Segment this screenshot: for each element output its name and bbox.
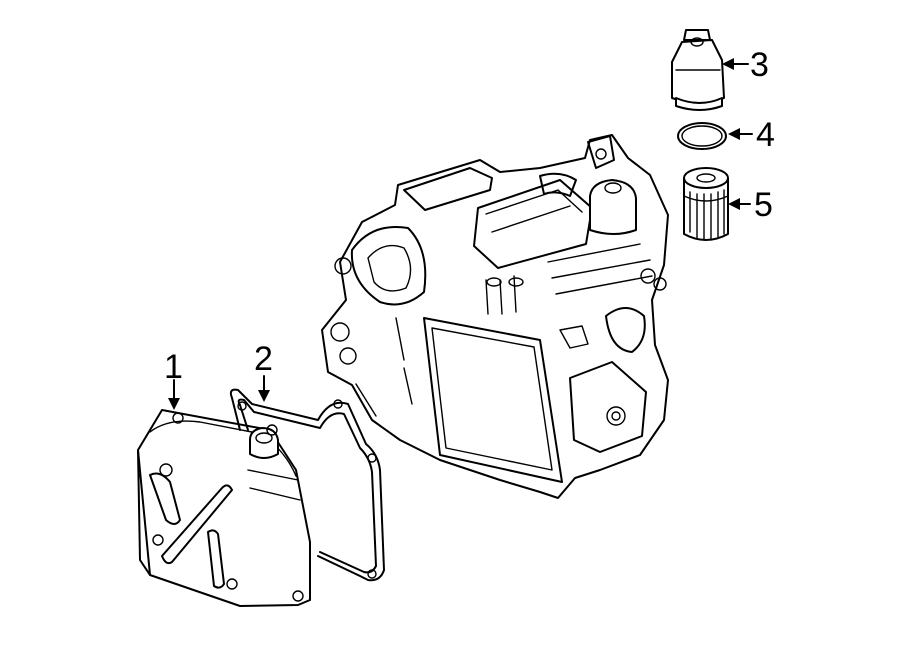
callout-number-5: 5 bbox=[754, 186, 773, 224]
callout-leaders bbox=[168, 58, 753, 410]
callout-number-1: 1 bbox=[164, 348, 183, 386]
oil-pan-part bbox=[137, 409, 311, 607]
callout-number-3: 3 bbox=[750, 46, 769, 84]
filter-cap-part bbox=[671, 29, 725, 111]
callout-number-2: 2 bbox=[254, 340, 273, 378]
callout-number-4: 4 bbox=[756, 116, 775, 154]
o-ring-part bbox=[677, 122, 727, 150]
filter-element-part bbox=[683, 167, 729, 241]
transmission-housing bbox=[321, 134, 669, 499]
pan-gasket-part bbox=[229, 388, 385, 582]
